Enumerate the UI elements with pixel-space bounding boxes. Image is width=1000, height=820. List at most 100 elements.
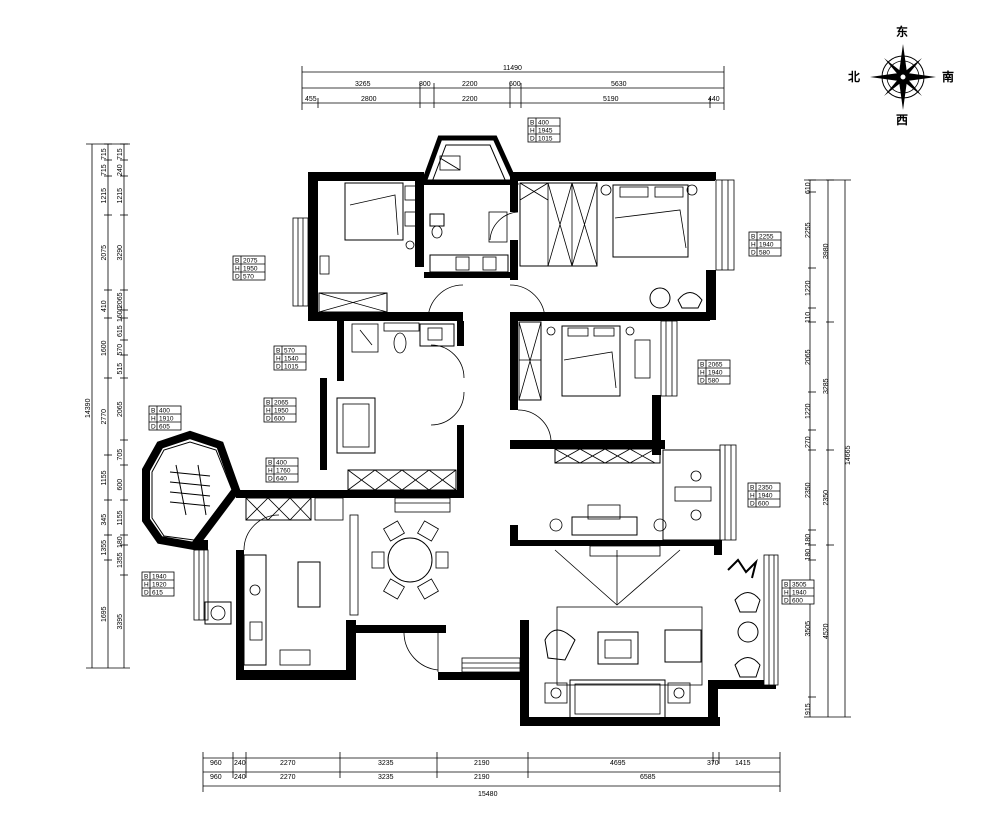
door-swings <box>243 211 552 671</box>
spec-key: H <box>530 128 535 135</box>
spec-value: 400 <box>159 408 170 415</box>
bottom-dim-10: 240 <box>234 774 246 781</box>
left-inner-dim-3: 1215 <box>117 188 124 204</box>
spec-key: D <box>235 274 240 281</box>
spec-key: B <box>784 582 788 589</box>
left-inner-dim-14: 180 <box>117 536 124 548</box>
spec-key: B <box>530 120 534 127</box>
left-outer-dim-6: 1600 <box>101 340 108 356</box>
left-outer-dim-8: 1155 <box>101 470 108 485</box>
spec-key: H <box>151 416 156 423</box>
spec-key: D <box>144 590 149 597</box>
bay-room-octagon <box>142 430 241 551</box>
windows <box>193 179 779 686</box>
spec-value: 1940 <box>708 370 723 377</box>
left-inner-dim-7: 615 <box>117 325 124 337</box>
spec-key: H <box>276 356 281 363</box>
left-inner-dim-2: 240 <box>117 164 124 176</box>
right-outer-dim-11: 3505 <box>805 621 812 637</box>
compass-east-label: 东 <box>896 24 908 39</box>
spec-key: B <box>266 400 270 407</box>
spec-value: 1940 <box>792 590 807 597</box>
spec-value: 2065 <box>708 362 723 369</box>
bottom-dim-12: 3235 <box>378 774 394 781</box>
spec-key: D <box>268 476 273 483</box>
left-inner-dim-6: 1600 <box>117 306 124 322</box>
spec-key: H <box>750 493 755 500</box>
left-inner-dim-13: 1155 <box>117 510 124 525</box>
bottom-overall-dim: 15480 <box>478 791 498 798</box>
spec-value: 1015 <box>538 136 553 143</box>
spec-value: 1950 <box>274 408 289 415</box>
compass-west-label: 西 <box>896 113 908 127</box>
top-dim-6: 455 <box>305 96 317 103</box>
spec-key: H <box>144 582 149 589</box>
left-inner-dim-11: 705 <box>117 449 124 461</box>
bottom-dim-5: 2190 <box>474 760 490 767</box>
right-outer-dim-6: 1220 <box>805 403 812 419</box>
bottom-dim-6: 4695 <box>610 760 626 767</box>
right-outer-dim-12: 915 <box>805 703 812 715</box>
left-inner-dim-10: 2065 <box>117 401 124 417</box>
left-outer-dim-3: 1215 <box>101 188 108 204</box>
left-outer-dim-10: 1355 <box>101 540 108 556</box>
left-inner-dim-16: 3395 <box>117 614 124 630</box>
spec-value: 2075 <box>243 258 258 265</box>
top-dim-2: 800 <box>419 81 431 88</box>
bottom-dim-14: 6585 <box>640 774 656 781</box>
spec-value: 3505 <box>792 582 807 589</box>
right-inner-dim-2: 3285 <box>823 378 830 394</box>
spec-value: 570 <box>284 348 295 355</box>
right-outer-dim-8: 2350 <box>805 482 812 498</box>
bottom-dim-2: 240 <box>234 760 246 767</box>
right-outer-dim-4: 110 <box>805 312 812 323</box>
left-outer-dim-2: 715 <box>101 164 108 176</box>
bay-window-top <box>420 135 519 185</box>
spec-value: 600 <box>758 501 769 508</box>
left-dimension-lines: 14390 7157151215207541016002770115534513… <box>85 143 130 669</box>
spec-value: 570 <box>243 274 254 281</box>
spec-key: H <box>268 468 273 475</box>
right-dimension-lines: 14665 6102255122011020651220270235018018… <box>804 179 852 718</box>
left-outer-dim-5: 410 <box>101 300 108 312</box>
top-dim-7: 2800 <box>361 96 377 103</box>
bottom-dim-8: 1415 <box>735 760 751 767</box>
left-outer-dim-7: 2770 <box>101 409 108 425</box>
spec-key: H <box>700 370 705 377</box>
right-inner-dim-1: 3980 <box>823 243 830 259</box>
top-dim-10: 440 <box>708 96 720 103</box>
compass-rose: 东 北 南 西 <box>848 24 954 127</box>
left-inner-dim-8: 570 <box>117 344 124 356</box>
left-inner-dim-12: 600 <box>117 479 124 491</box>
top-dim-5: 5630 <box>611 81 627 88</box>
spec-value: 1920 <box>152 582 167 589</box>
spec-value: 1015 <box>284 364 299 371</box>
spec-value: 580 <box>708 378 719 385</box>
furniture <box>169 155 761 719</box>
spec-value: 640 <box>276 476 287 483</box>
left-outer-dim-4: 2075 <box>101 245 108 261</box>
bottom-dim-3: 2270 <box>280 760 296 767</box>
spec-key: H <box>751 242 756 249</box>
bottom-dim-11: 2270 <box>280 774 296 781</box>
left-inner-dim-1: 715 <box>117 148 124 160</box>
spec-value: 600 <box>274 416 285 423</box>
left-overall-dim: 14390 <box>85 398 92 418</box>
right-outer-dim-10: 180 <box>805 549 812 561</box>
top-dim-9: 5190 <box>603 96 619 103</box>
right-outer-dim-3: 1220 <box>805 280 812 296</box>
top-dimension-lines: 11490 3265 800 2200 600 5630 455 2800 22… <box>301 65 725 110</box>
spec-value: 400 <box>538 120 549 127</box>
left-outer-dim-1: 715 <box>101 148 108 160</box>
right-outer-dim-2: 2255 <box>805 222 812 238</box>
